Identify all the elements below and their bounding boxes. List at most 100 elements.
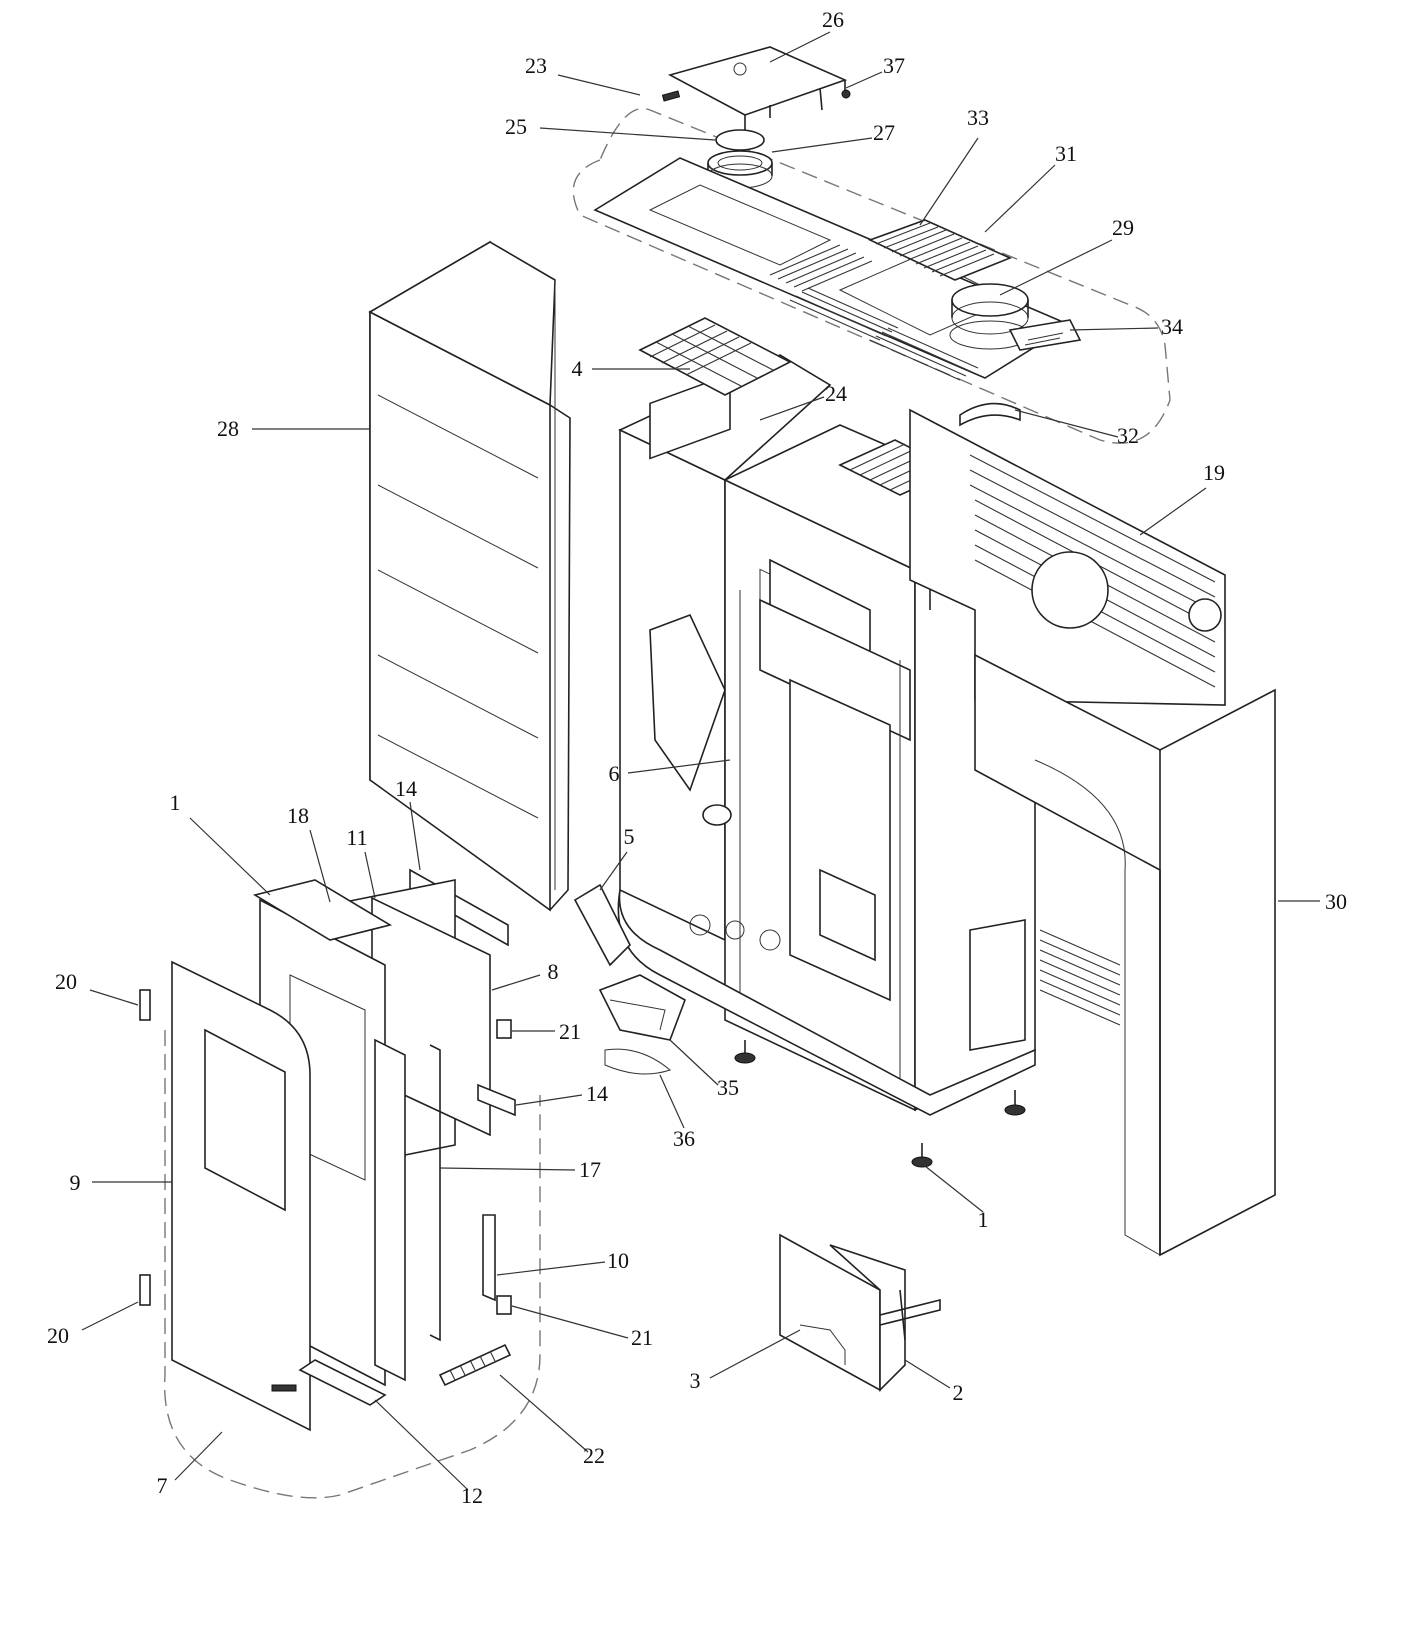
callout-number-c7: 7: [157, 1473, 168, 1498]
callout-number-c26: 26: [822, 7, 844, 32]
latch-upper: [496, 1019, 512, 1039]
pellet-chute: [649, 613, 726, 792]
callout-number-c19: 19: [1203, 460, 1225, 485]
handle-bracket: [482, 1214, 496, 1302]
callout-number-c28: 28: [217, 416, 239, 441]
leader-line-c20b: [81, 1301, 139, 1331]
callout-number-c4: 4: [572, 356, 583, 381]
bracket: [661, 90, 681, 102]
door-group-outline: [163, 1030, 541, 1499]
callout-number-c17: 17: [579, 1157, 601, 1182]
leader-line-c27: [771, 137, 873, 153]
callout-number-c32: 32: [1117, 423, 1139, 448]
callout-number-c1b: 1: [978, 1207, 989, 1232]
leader-line-c14a: [409, 801, 421, 871]
leader-line-c32: [1014, 409, 1119, 438]
callout-number-c33: 33: [967, 105, 989, 130]
ash-drawer: [779, 1233, 941, 1392]
latch-lower: [496, 1295, 512, 1315]
callout-number-c30: 30: [1325, 889, 1347, 914]
top-grill: [769, 219, 1013, 381]
fan-cover: [951, 283, 1029, 317]
callout-number-c2: 2: [953, 1380, 964, 1405]
callout-number-c14b: 14: [586, 1081, 608, 1106]
hinge-lower: [139, 1274, 151, 1306]
callout-number-c20b: 20: [47, 1323, 69, 1348]
callout-number-c10: 10: [607, 1248, 629, 1273]
door-gasket-bottom: [477, 1083, 516, 1117]
leader-line-c19: [1139, 487, 1207, 536]
leader-line-c8: [491, 974, 541, 991]
brazier: [598, 974, 686, 1041]
callout-number-c21a: 21: [559, 1019, 581, 1044]
leader-line-c37: [845, 71, 883, 89]
leader-line-c22: [499, 1374, 589, 1453]
leader-line-c23: [557, 74, 641, 96]
callout-number-c18: 18: [287, 803, 309, 828]
callout-number-c1a: 1: [170, 790, 181, 815]
callout-number-c3: 3: [690, 1368, 701, 1393]
hinge-rail: [374, 1038, 406, 1382]
leader-line-c3: [709, 1329, 801, 1379]
leader-line-c33: [919, 137, 979, 226]
leader-line-c11: [364, 851, 376, 899]
callout-number-c14a: 14: [395, 776, 417, 801]
top-cover-assembly: [572, 46, 1171, 444]
leader-line-c26: [769, 31, 831, 63]
leader-line-c29: [999, 239, 1113, 296]
door-window: [204, 1028, 286, 1212]
leader-line-c34: [1069, 327, 1159, 331]
bottom-bracket: [298, 1359, 387, 1406]
auger-bracket: [573, 883, 631, 967]
fan-bracket: [959, 402, 1021, 427]
callout-number-c29: 29: [1112, 215, 1134, 240]
callout-number-c20a: 20: [55, 969, 77, 994]
leader-line-c24: [759, 396, 825, 421]
grate: [438, 1343, 512, 1387]
leader-line-c36: [659, 1074, 685, 1129]
leader-line-c2: [904, 1359, 951, 1389]
callout-number-c21b: 21: [631, 1325, 653, 1350]
callout-number-c9: 9: [70, 1170, 81, 1195]
top-plate: [667, 46, 848, 116]
callout-number-c8: 8: [548, 959, 559, 984]
callout-number-c6: 6: [609, 761, 620, 786]
leader-line-c18: [309, 829, 331, 903]
callout-number-c37: 37: [883, 53, 905, 78]
callout-number-c23: 23: [525, 53, 547, 78]
leader-line-c20a: [89, 989, 139, 1006]
top-group-outline: [572, 108, 1171, 444]
leader-line-c5: [599, 851, 628, 891]
screw: [841, 89, 851, 99]
leader-line-c21b: [511, 1305, 629, 1339]
callout-number-c35: 35: [717, 1075, 739, 1100]
callout-number-c24: 24: [825, 381, 847, 406]
callout-number-c5: 5: [624, 824, 635, 849]
leader-line-c10: [496, 1261, 606, 1276]
callout-number-c34: 34: [1161, 314, 1183, 339]
callout-number-c31: 31: [1055, 141, 1077, 166]
leader-line-c14b: [515, 1094, 583, 1106]
callout-number-c27: 27: [873, 120, 895, 145]
leader-line-c17: [439, 1167, 576, 1171]
main-body: [573, 317, 1276, 1257]
callout-number-c36: 36: [673, 1126, 695, 1151]
side-panel-right: [974, 653, 1276, 1257]
door-logo: [271, 1384, 297, 1392]
brazier-gasket: [604, 1048, 672, 1075]
leader-line-c35: [669, 1039, 719, 1086]
hinge-upper: [139, 989, 151, 1021]
leader-line-c1b: [924, 1165, 984, 1213]
leader-line-c31: [984, 164, 1056, 233]
callout-number-c22: 22: [583, 1443, 605, 1468]
callout-number-c12: 12: [461, 1483, 483, 1508]
leader-line-c6: [627, 759, 731, 774]
fan-plate: [1008, 319, 1082, 351]
side-panel-left: [368, 240, 571, 912]
callout-number-c11: 11: [346, 825, 367, 850]
flue-collar: [715, 129, 765, 151]
leader-line-c7: [174, 1431, 223, 1481]
leader-line-c12: [374, 1399, 469, 1491]
leader-line-c1a: [189, 817, 271, 896]
